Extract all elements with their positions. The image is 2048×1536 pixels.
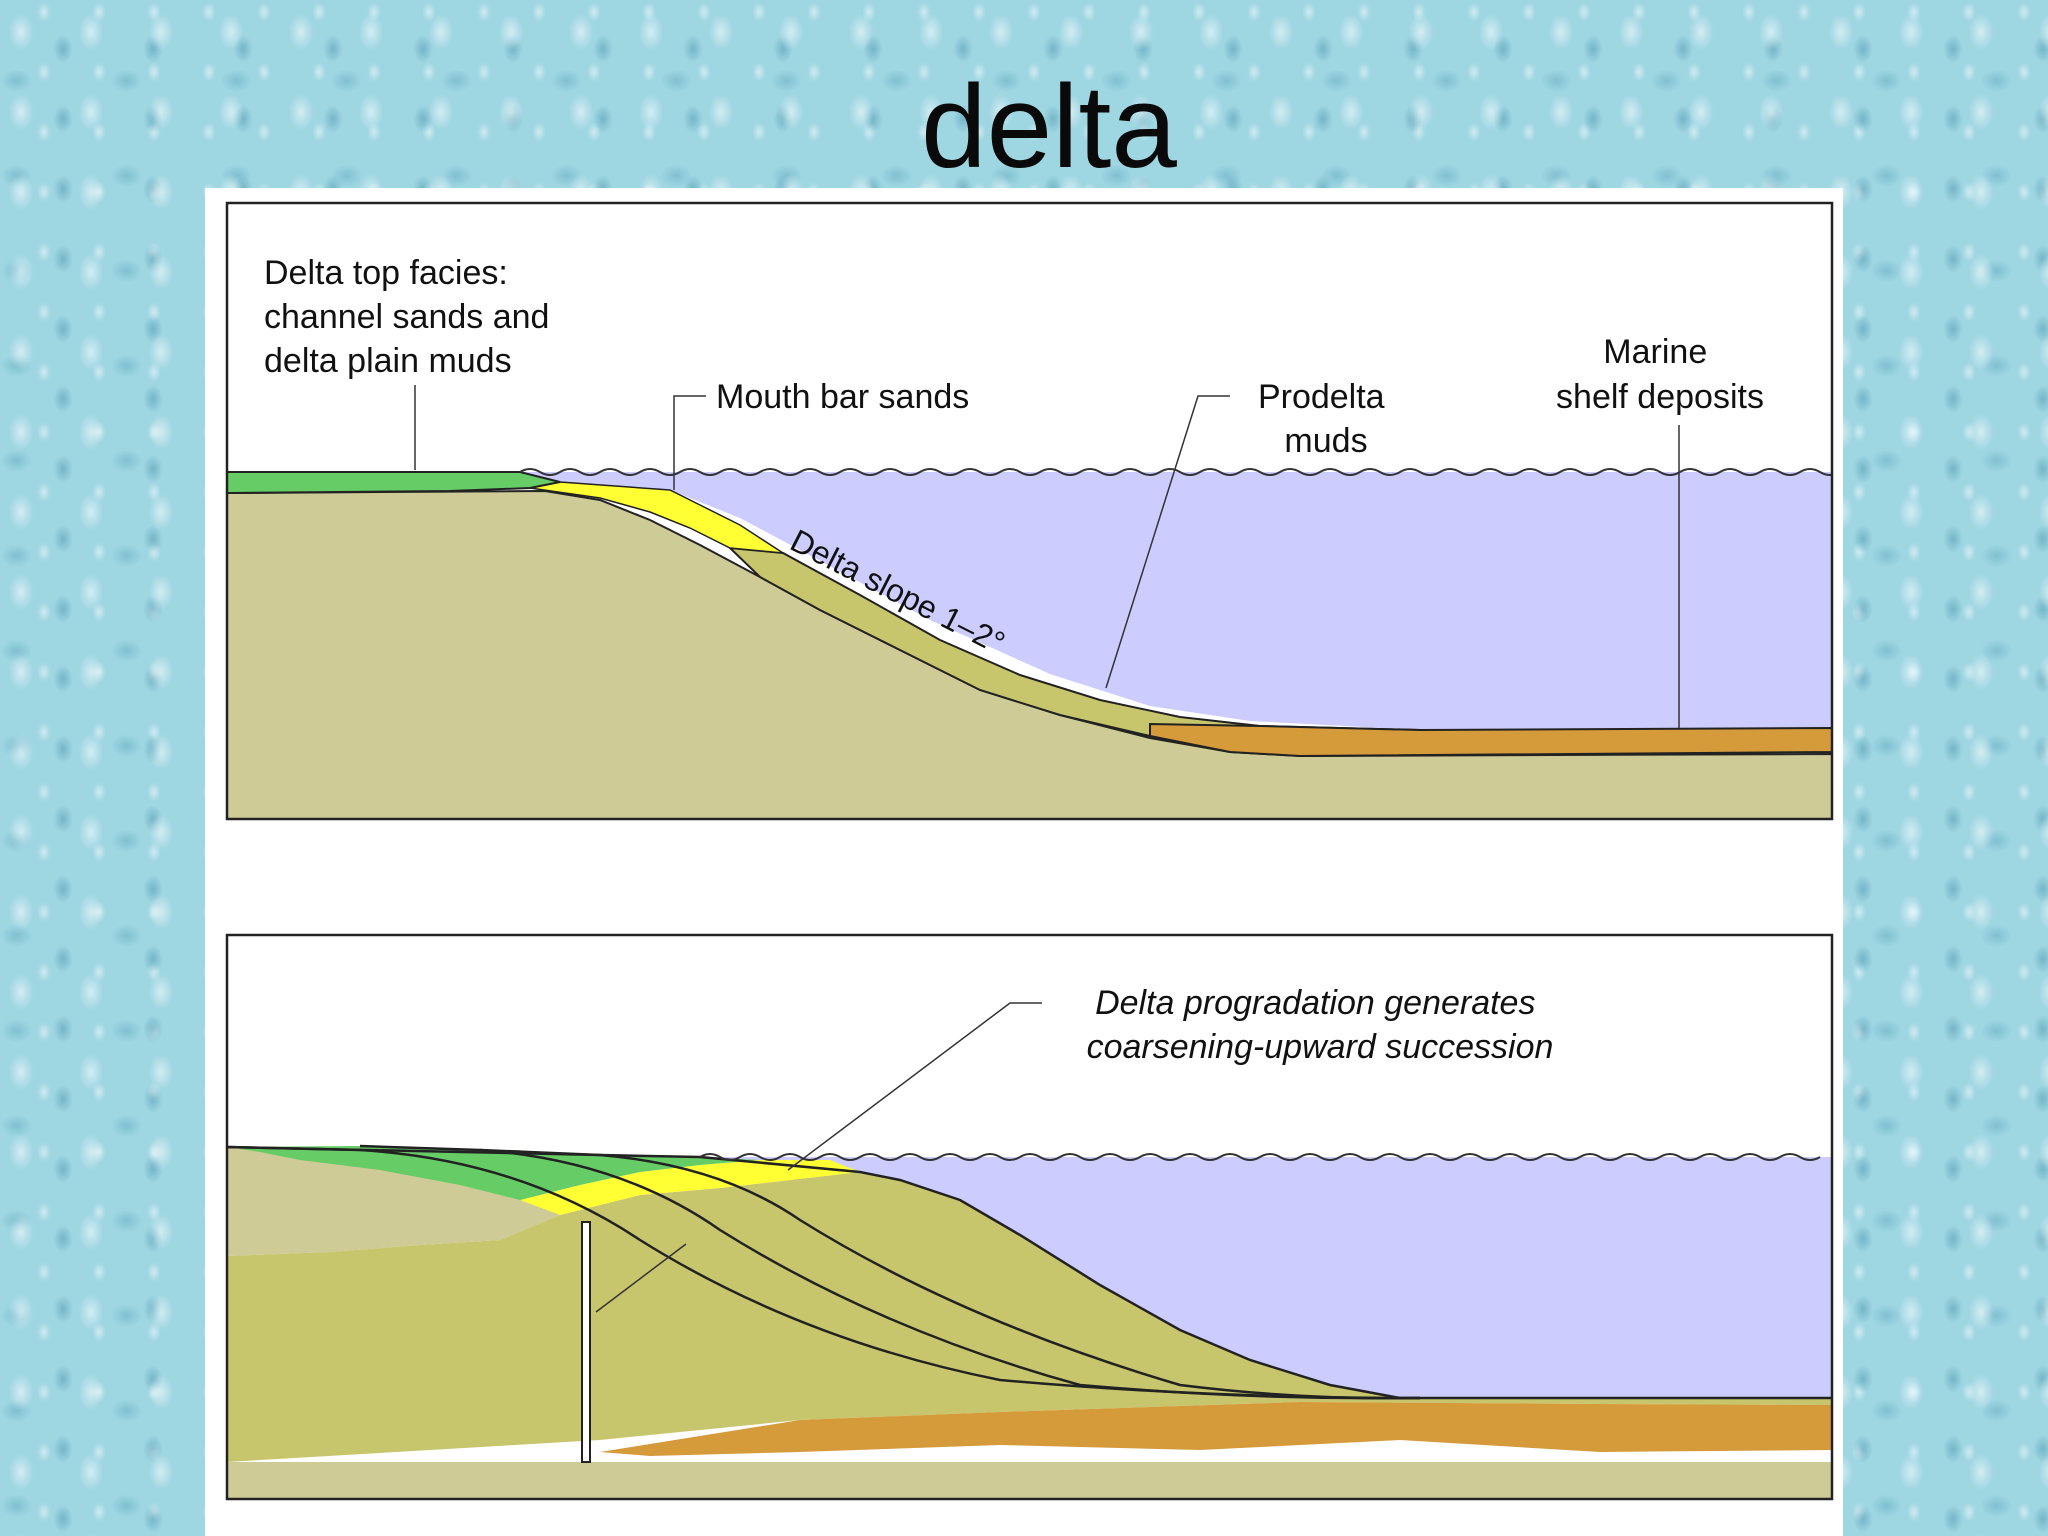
leader-prodelta [1105,395,1230,689]
leader-progradation-lower [595,1243,687,1313]
leader-progradation [787,1002,1042,1171]
bottom-shelf-deposits-layer [600,1402,1832,1456]
top-panel-frame [225,201,1834,821]
top-mouth-bar-sands-layer [529,481,784,554]
bottom-water-body [700,1157,1832,1398]
top-sea-surface [519,468,1832,476]
top-cross-section: Delta top facies: channel sands and delt… [225,201,1834,821]
label-progradation: Delta progradation generates coarsening-… [1087,984,1554,1066]
clinoform-line-3 [479,1148,1421,1400]
leader-mouth-bar [673,395,706,490]
top-shelf-deposits-layer [1149,722,1832,758]
bottom-basement-lower [227,1462,1832,1499]
bottom-sea-surface [699,1153,1821,1161]
top-water-body [520,472,1832,732]
label-delta-top-facies: Delta top facies: channel sands and delt… [264,254,559,380]
slide-title: delta [921,61,1177,193]
bottom-panel-frame [225,933,1834,1501]
label-prodelta-muds: Prodelta muds [1258,378,1394,460]
bottom-prodelta-body [227,1172,1832,1462]
label-mouth-bar-sands: Mouth bar sands [716,378,969,416]
bottom-mouth-bar-sands-layer [520,1160,860,1215]
label-marine-shelf-deposits: Marine shelf deposits [1556,333,1764,416]
clinoform-line-2 [359,1144,1421,1400]
borehole-well [581,1221,591,1463]
bottom-cross-section: Delta progradation generates coarsening-… [225,933,1834,1501]
